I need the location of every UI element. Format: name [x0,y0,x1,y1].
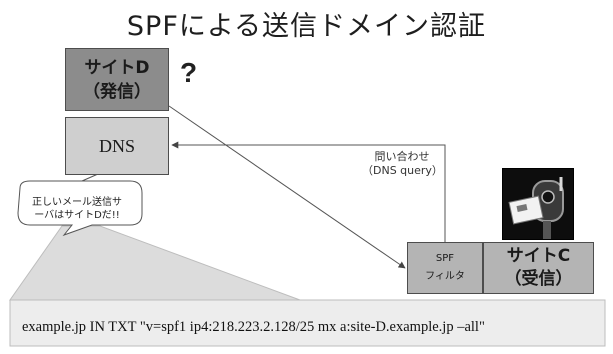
send-line [168,105,406,269]
page-title: SPFによる送信ドメイン認証 [126,11,487,42]
site-d-name: サイトD [84,57,150,78]
question-mark: ? [180,57,198,88]
speech-bubble-text: 正しいメール送信サ ーバはサイトDだ!! [15,196,139,222]
callout-wedge [9,225,301,301]
txt-record-text: example.jp IN TXT "v=spf1 ip4:218.223.2.… [22,318,485,335]
site-c-name: サイトC [506,246,571,266]
query-label-en: （DNS query） [362,164,443,177]
dns-label: DNS [98,135,135,156]
bubble-connector [81,173,99,182]
txt-record-box [9,299,606,347]
query-label-ja: 問い合わせ [374,150,430,163]
spf-filter-line-1: SPF [435,253,455,264]
site-d-box: サイトD （発信） [65,48,169,111]
dns-query-arrow [171,141,446,242]
mailbox-icon [502,168,574,240]
dns-query-label: 問い合わせ （DNS query） [362,150,443,178]
speech-bubble [17,180,143,237]
site-c-box: サイトC （受信） [483,242,594,294]
bubble-line-1: 正しいメール送信サ [32,197,122,208]
site-c-role: （受信） [504,269,573,289]
bubble-line-2: ーバはサイトDだ!! [34,210,120,221]
spf-filter-line-2: フィルタ [425,271,465,282]
site-d-role: （発信） [83,81,151,102]
spf-filter-box: SPF フィルタ [407,242,483,294]
dns-box: DNS [65,117,169,175]
